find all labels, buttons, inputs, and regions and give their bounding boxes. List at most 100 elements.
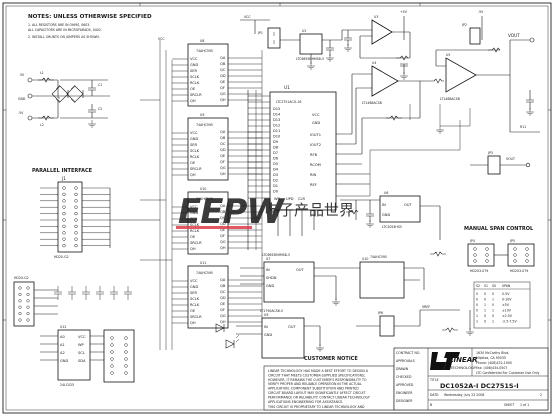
header-pin <box>18 299 22 303</box>
j2-pin <box>110 357 114 361</box>
u1-data-pin-label: D13 <box>273 118 280 122</box>
jumper-pin <box>525 259 529 263</box>
span-cell: ±5V <box>502 303 510 307</box>
jumper-pin <box>473 247 477 251</box>
svg-text:IN: IN <box>382 203 386 207</box>
j2-pin <box>110 336 114 340</box>
svg-text:JP4: JP4 <box>469 239 475 243</box>
jumper-pin <box>485 259 489 263</box>
notes-block: NOTES: UNLESS OTHERWISE SPECIFIED 1. ALL… <box>28 14 152 39</box>
company-sub: TECHNOLOGY <box>449 365 477 370</box>
span-cell: 0 <box>484 314 486 318</box>
svg-text:RCOM: RCOM <box>310 163 321 167</box>
span-cell: 1 <box>484 303 486 307</box>
jumper-pin <box>513 253 517 257</box>
bus-lines <box>159 40 173 350</box>
shift-register-output-label: QA <box>220 56 226 60</box>
customer-notice-line: CIRCUIT BOARD LAYOUT MAY SIGNIFICANTLY A… <box>268 391 365 395</box>
svg-text:-5V: -5V <box>478 10 484 14</box>
shift-register-output-label: QF <box>220 86 225 90</box>
j-connector-label: HD20-G2 <box>14 276 29 280</box>
ground-symbol <box>332 298 340 306</box>
manual-span-title: MANUAL SPAN CONTROL <box>464 226 534 232</box>
eeprom-u12 <box>57 329 91 381</box>
diode-d1 <box>215 323 225 333</box>
shift-register-output-label: QC <box>220 216 226 220</box>
j1-designator: J1 <box>61 176 66 181</box>
shift-register-part: 74AHC595 <box>196 271 213 275</box>
small-cap <box>68 286 76 300</box>
shift-register-pin-label: GND <box>190 137 198 141</box>
jumper-jp2 <box>469 27 481 45</box>
shift-register-pin-label: SER <box>190 291 198 295</box>
svg-text:SHEET: SHEET <box>504 403 514 407</box>
shift-register-output-label: QH <box>220 320 226 324</box>
shift-register-body <box>187 265 229 329</box>
svg-text:C1: C1 <box>98 83 102 87</box>
shift-register-output-label: QF <box>220 308 225 312</box>
shift-register-output-label: QE <box>220 302 226 306</box>
svg-text:U5: U5 <box>446 53 450 57</box>
svg-text:1 of 1: 1 of 1 <box>520 403 529 407</box>
shift-register-designator: U8 <box>200 39 204 43</box>
svg-text:1630 McCarthy Blvd.: 1630 McCarthy Blvd. <box>476 351 509 355</box>
svg-text:SCL: SCL <box>78 351 85 355</box>
jumper-pin <box>525 247 529 251</box>
shift-register-pin-label: SER <box>190 217 198 221</box>
svg-text:U2: U2 <box>302 29 306 33</box>
shift-register-pin-label: QH <box>190 247 196 251</box>
shift-register-pin-label: SCLK <box>190 223 200 227</box>
svg-text:A1: A1 <box>60 343 65 347</box>
parallel-interface-section: PARALLEL INTERFACE J1 HD20-G2 <box>32 168 160 259</box>
ic-u7 <box>263 261 315 303</box>
shift-register-output-label: QG <box>220 314 226 318</box>
terminal-5v <box>27 77 33 83</box>
u1-data-pin-label: D6 <box>273 157 279 161</box>
svg-text:LTC Confidential-For Customer: LTC Confidential-For Customer Use Only <box>476 371 540 375</box>
jumper-jp3 <box>487 155 501 175</box>
shift-register-pin-label: SRCLR <box>190 315 202 319</box>
ground-symbol <box>436 126 444 134</box>
header-pin <box>26 286 30 290</box>
svg-text:SPAN: SPAN <box>502 284 511 288</box>
jumper-jp4 <box>467 243 495 267</box>
svg-text:APPROVALS: APPROVALS <box>396 359 415 363</box>
rc-cluster <box>340 199 374 222</box>
span-cell: 0-10V <box>502 298 512 302</box>
j1-pin <box>74 231 78 235</box>
u1-designator: U1 <box>284 85 290 90</box>
svg-text:REF: REF <box>310 183 317 187</box>
eeprom-section: HD20-G2 U12 24LC025 A0 A1 A2 GND VCC WP … <box>13 276 135 387</box>
svg-text:CHECKED: CHECKED <box>396 375 412 379</box>
dac-section: U1 LTC2751ACG-16 D15D14D13D12D11D10D9D8D… <box>247 50 370 320</box>
shift-register-pin-label: OE <box>190 309 196 313</box>
span-cell: 0 <box>476 309 478 313</box>
u1-data-pin-label: D15 <box>273 107 280 111</box>
shift-register-output-label: QH <box>220 98 226 102</box>
shift-register-body <box>187 191 229 255</box>
notes-line-2: ALL CAPACITORS ARE IN MICROFARADS, 0402. <box>28 28 102 32</box>
cap-c1 <box>88 80 96 96</box>
j2-pin <box>124 357 128 361</box>
shift-register-pin-label: QH <box>190 173 196 177</box>
svg-text:SHDN: SHDN <box>266 276 277 280</box>
zone-markers <box>3 3 551 321</box>
j2-pin <box>110 371 114 375</box>
j1-pin <box>62 192 66 197</box>
shift-register-pin-label: RCLK <box>190 303 200 307</box>
customer-notice-line: CIRCUIT THAT MEETS CUSTOMER-SUPPLIED SPE… <box>268 373 365 377</box>
svg-text:SDA: SDA <box>78 359 86 363</box>
svg-text:OUT: OUT <box>288 325 296 329</box>
vcc-top-left: VCC <box>158 37 165 41</box>
small-cap <box>96 286 104 300</box>
svg-text:B: B <box>430 403 432 407</box>
watermark: EEPW 电子产品世界 <box>176 192 354 232</box>
shift-register-output-label: QB <box>220 210 226 214</box>
led-d2 <box>225 339 235 349</box>
svg-text:CLR: CLR <box>298 197 306 201</box>
span-cell: 1 <box>476 320 478 324</box>
u1-part: LTC2751ACG-16 <box>276 100 301 104</box>
svg-text:DRAWN: DRAWN <box>396 367 409 371</box>
shift-register-output-label: QG <box>220 166 226 170</box>
shift-register-output-label: QE <box>220 80 226 84</box>
